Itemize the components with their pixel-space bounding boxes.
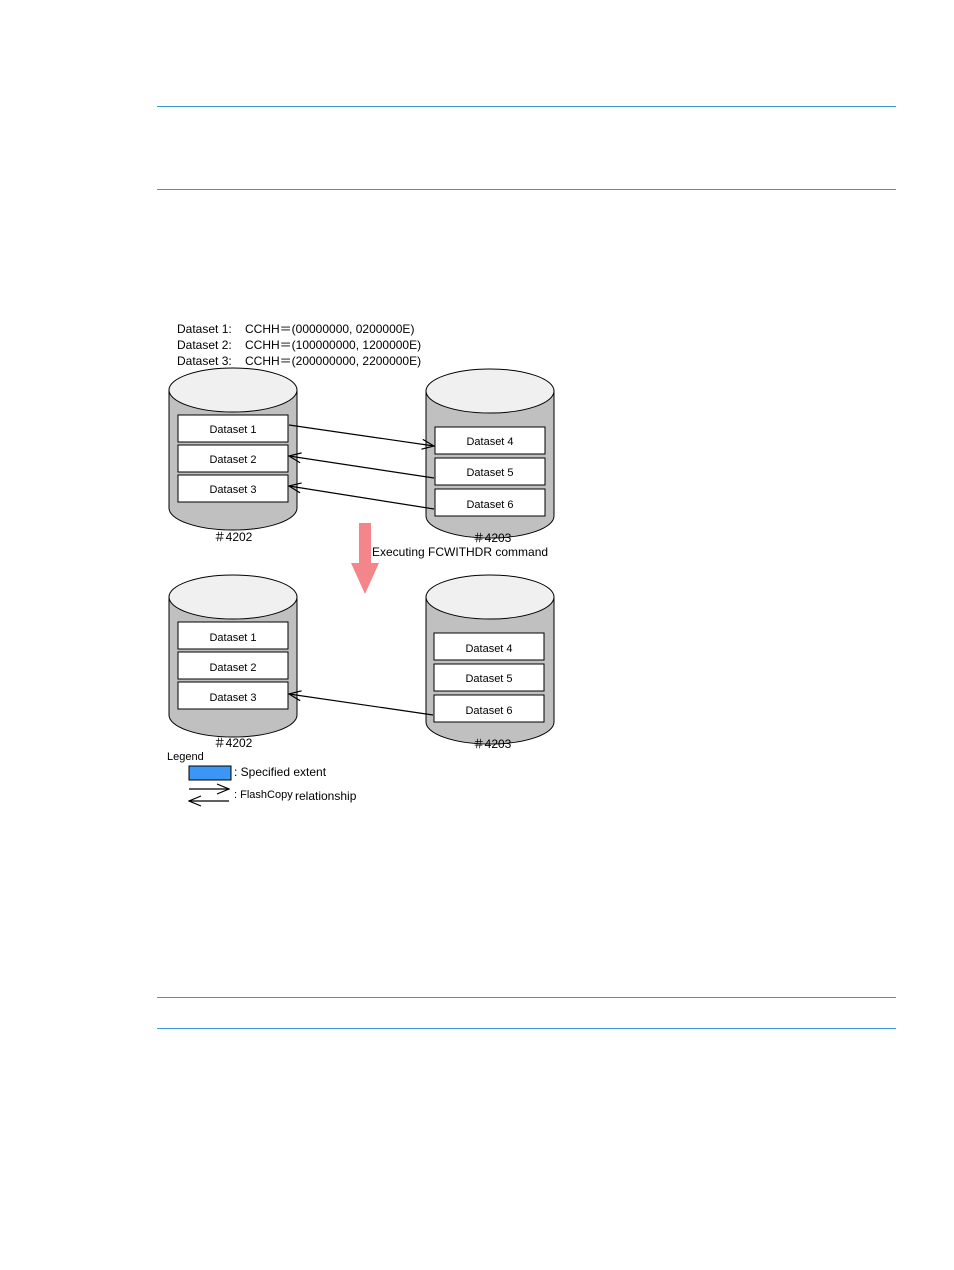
- dataset-box: [433, 663, 545, 692]
- dataset-label: Dataset 6: [466, 499, 513, 511]
- cylinder-top: [168, 367, 298, 413]
- dataset-box: [434, 488, 546, 517]
- dataset-label: Dataset 1: [209, 424, 256, 436]
- transition-label: Executing FCWITHDR command: [372, 545, 548, 559]
- dataset-label: Dataset 5: [465, 673, 512, 685]
- relationship-arrow-ds6-to-ds3-after: [289, 694, 434, 716]
- dataset-box: [433, 632, 545, 661]
- info-name-2: Dataset 2:: [177, 338, 232, 352]
- relationship-arrow-ds5-to-ds2: [289, 456, 435, 479]
- dataset-box: [177, 651, 289, 680]
- bottom-rule-1: [157, 997, 896, 998]
- before-source-volume: Dataset 1 Dataset 2 Dataset 3 ＃4202: [168, 367, 298, 544]
- top-rule-2: [157, 189, 896, 190]
- dataset-label: Dataset 2: [209, 662, 256, 674]
- dataset-label: Dataset 2: [209, 454, 256, 466]
- transition: Executing FCWITHDR command: [351, 523, 548, 594]
- legend: Legend : Specified extent : FlashCopy re…: [167, 751, 357, 803]
- down-arrow-icon: [351, 523, 379, 594]
- dataset-label: Dataset 5: [466, 467, 513, 479]
- dataset-box: [434, 457, 546, 486]
- dataset-info: Dataset 1: CCHH＝(00000000, 0200000E) Dat…: [177, 322, 421, 368]
- volume-label: ＃4203: [473, 737, 512, 751]
- info-cchh-1: CCHH＝(00000000, 0200000E): [245, 322, 414, 336]
- specified-extent-swatch: [188, 765, 232, 781]
- relationship-arrow-ds1-to-ds4: [288, 424, 434, 446]
- dataset-box: [177, 474, 289, 503]
- volume-label: ＃4202: [214, 736, 253, 750]
- flashcopy-relationship-label-b: relationship: [295, 789, 357, 803]
- dataset-box: [433, 694, 545, 723]
- top-rule-1: [157, 106, 896, 107]
- dataset-label: Dataset 4: [465, 643, 512, 655]
- flashcopy-relationship-label-a: : FlashCopy: [234, 789, 293, 801]
- dataset-label: Dataset 3: [209, 484, 256, 496]
- cylinder-top: [168, 574, 298, 620]
- dataset-box: [177, 414, 289, 443]
- specified-extent-label: : Specified extent: [234, 765, 327, 779]
- info-cchh-2: CCHH＝(100000000, 1200000E): [245, 338, 421, 352]
- dataset-label: Dataset 6: [465, 705, 512, 717]
- dataset-label: Dataset 3: [209, 692, 256, 704]
- before-target-volume: Dataset 4 Dataset 5 Dataset 6 ＃4203: [425, 368, 555, 545]
- relationship-arrow-ds6-to-ds3: [289, 486, 435, 510]
- volume-label: ＃4202: [214, 530, 253, 544]
- dataset-box: [177, 621, 289, 650]
- after-target-volume: Dataset 4 Dataset 5 Dataset 6 ＃4203: [425, 574, 555, 751]
- dataset-label: Dataset 4: [466, 436, 513, 448]
- before-relationships: [288, 424, 435, 510]
- info-cchh-3: CCHH＝(200000000, 2200000E): [245, 354, 421, 368]
- cylinder-top: [425, 368, 555, 414]
- legend-title: Legend: [167, 751, 204, 763]
- info-name-1: Dataset 1:: [177, 322, 232, 336]
- dataset-box: [177, 681, 289, 710]
- dataset-label: Dataset 1: [209, 632, 256, 644]
- bottom-rule-2: [157, 1028, 896, 1029]
- after-source-volume: Dataset 1 Dataset 2 Dataset 3 ＃4202: [168, 574, 298, 750]
- cylinder-top: [425, 574, 555, 620]
- dataset-box: [177, 444, 289, 473]
- volume-label: ＃4203: [473, 531, 512, 545]
- info-name-3: Dataset 3:: [177, 354, 232, 368]
